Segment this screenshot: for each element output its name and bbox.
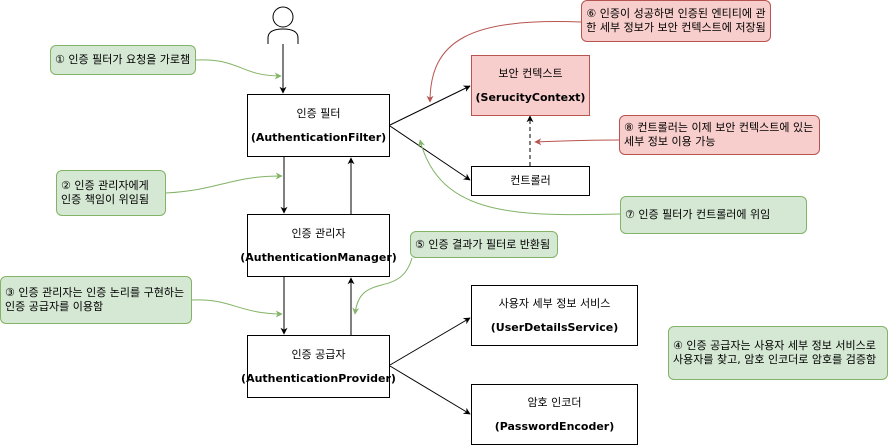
note8-line2: 세부 정보 이용 가능 (624, 135, 716, 148)
note6-line1: ⑥ 인증이 성공하면 인증된 엔티티에 관 (586, 7, 766, 20)
encoder-title: 암호 인코더 (527, 395, 582, 409)
note5-text: ⑤ 인증 결과가 필터로 반환됨 (415, 237, 551, 251)
connector-note2 (165, 172, 283, 194)
note1-text: ① 인증 필터가 요청을 가로챔 (55, 53, 191, 66)
note-controller-uses-context: ⑧ 컨트롤러는 이제 보안 컨텍스트에 있는 세부 정보 이용 가능 (619, 115, 820, 155)
arrow-filter-to-context (389, 85, 471, 126)
connector-note6 (426, 21, 582, 103)
authentication-provider-box: 인증 공급자 (AuthenticationProvider) (241, 335, 396, 398)
note-context-stored: ⑥ 인증이 성공하면 인증된 엔티티에 관 한 세부 정보가 보안 컨텍스트에 … (581, 0, 771, 42)
connector-note7 (418, 139, 623, 216)
note2-line2: 인증 책임이 위임됨 (61, 193, 149, 206)
connector-note1 (195, 59, 282, 80)
note-delegate-to-manager: ② 인증 관리자에게 인증 책임이 위임됨 (56, 170, 166, 216)
user-details-service-box: 사용자 세부 정보 서비스 (UserDetailsService) (471, 285, 638, 346)
arrow-filter-to-controller (389, 125, 471, 181)
authentication-filter-box: 인증 필터 (AuthenticationFilter) (247, 94, 390, 157)
manager-class: (AuthenticationManager) (240, 250, 397, 264)
manager-title: 인증 관리자 (291, 226, 346, 240)
context-title: 보안 컨텍스트 (498, 66, 563, 80)
context-class: (SerucityContext) (475, 90, 586, 104)
connector-note8 (534, 138, 621, 146)
note-manager-uses-provider: ③ 인증 관리자는 인증 논리를 구현하는 인증 공급자를 이용함 (0, 276, 192, 324)
provider-title: 인증 공급자 (291, 347, 346, 361)
encoder-class: (PasswordEncoder) (494, 419, 615, 433)
note3-line2: 인증 공급자를 이용함 (5, 300, 104, 313)
note7-text: ⑦ 인증 필터가 컨트롤러에 위임 (625, 208, 771, 221)
note8-line1: ⑧ 컨트롤러는 이제 보안 컨텍스트에 있는 (624, 121, 814, 134)
filter-title: 인증 필터 (296, 106, 341, 120)
filter-class: (AuthenticationFilter) (250, 130, 387, 144)
note-filter-delegates-controller: ⑦ 인증 필터가 컨트롤러에 위임 (620, 196, 807, 234)
connector-note3 (191, 299, 283, 318)
arrow-provider-to-encoder (389, 365, 471, 415)
authentication-manager-box: 인증 관리자 (AuthenticationManager) (240, 214, 397, 277)
note6-line2: 한 세부 정보가 보안 컨텍스트에 저장됨 (586, 21, 766, 34)
uds-title: 사용자 세부 정보 서비스 (498, 296, 611, 310)
note2-line1: ② 인증 관리자에게 (61, 179, 149, 192)
uds-class: (UserDetailsService) (490, 320, 619, 334)
note4-line1: ④ 인증 공급자는 사용자 세부 정보 서비스로 (673, 339, 876, 352)
note-provider-uses-uds-encoder: ④ 인증 공급자는 사용자 세부 정보 서비스로 사용자를 찾고, 암호 인코더… (668, 326, 888, 380)
connector-note5 (352, 257, 413, 315)
password-encoder-box: 암호 인코더 (PasswordEncoder) (471, 384, 638, 445)
controller-box: 컨트롤러 (471, 166, 590, 196)
note3-line1: ③ 인증 관리자는 인증 논리를 구현하는 (5, 286, 185, 299)
security-context-box: 보안 컨텍스트 (SerucityContext) (471, 55, 590, 116)
provider-class: (AuthenticationProvider) (241, 371, 396, 385)
controller-title: 컨트롤러 (510, 174, 551, 187)
note-filter-intercepts: ① 인증 필터가 요청을 가로챔 (50, 45, 196, 75)
user-actor-icon (267, 6, 299, 44)
note-result-returned: ⑤ 인증 결과가 필터로 반환됨 (410, 231, 558, 258)
note4-line2: 사용자를 찾고, 암호 인코더로 암호를 검증함 (673, 353, 877, 366)
arrow-provider-to-uds (389, 317, 471, 366)
